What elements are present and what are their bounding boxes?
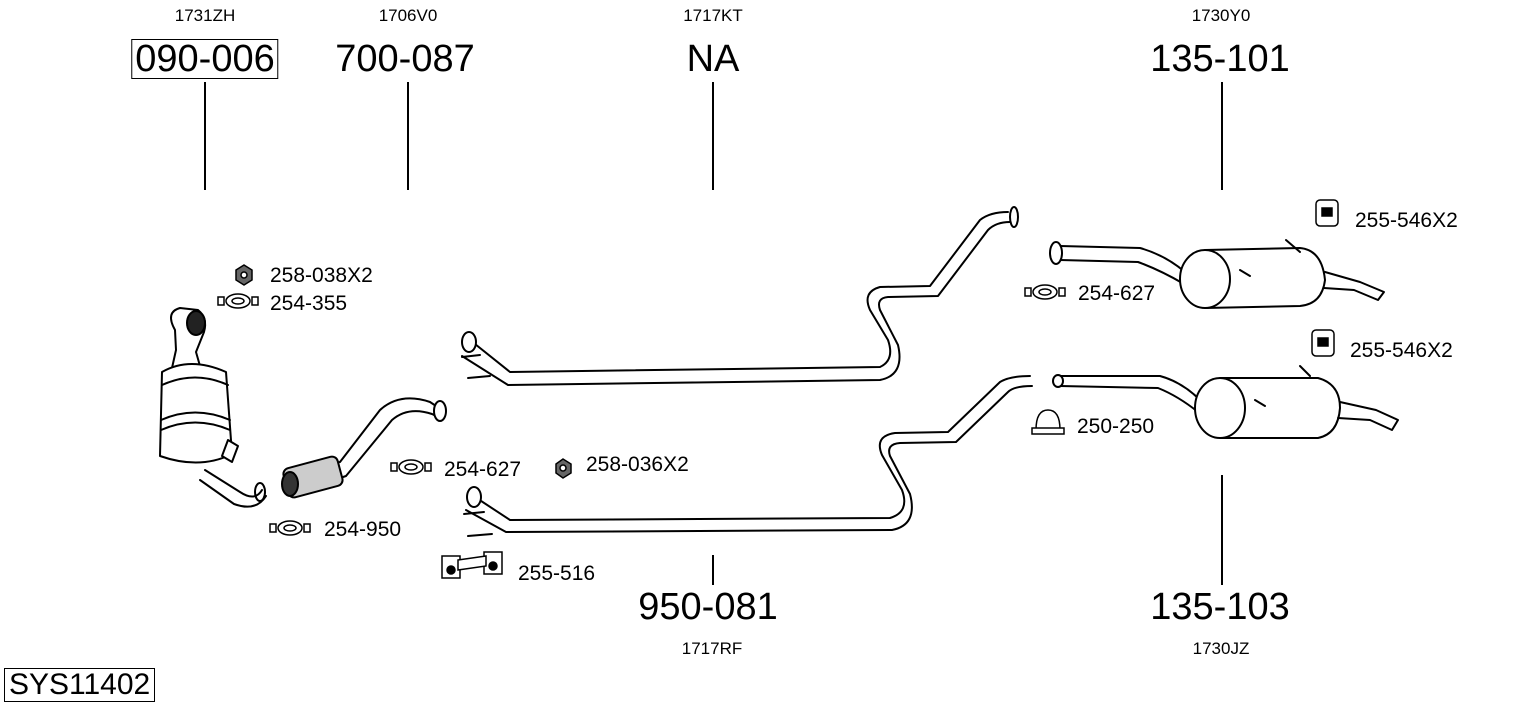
- accessory-label[interactable]: 255-516: [518, 562, 596, 585]
- nut-icon: [555, 458, 572, 479]
- nut-icon: [235, 264, 253, 286]
- system-id-badge: SYS11402: [4, 668, 156, 702]
- oem-code-center-pipe-2: 1717RF: [681, 639, 743, 658]
- oem-code-center-pipe: 1717KT: [683, 6, 743, 25]
- clamp-icon: [217, 293, 259, 309]
- part-number-catalyst[interactable]: 090-006: [131, 39, 279, 79]
- accessory-label[interactable]: 255-546X2: [1355, 209, 1458, 232]
- center-pipe-upper-part: [461, 206, 1019, 386]
- part-number-center-pipe[interactable]: NA: [686, 38, 740, 80]
- accessory-label[interactable]: 258-038X2: [270, 264, 373, 287]
- leader-line: [712, 82, 714, 190]
- leader-line: [1221, 475, 1223, 585]
- accessory-label[interactable]: 254-950: [324, 518, 402, 541]
- part-number-center-pipe-2[interactable]: 950-081: [638, 586, 778, 628]
- oem-code-rear-silencer-2: 1730JZ: [1192, 639, 1250, 658]
- oem-code-front-pipe: 1706V0: [378, 6, 438, 25]
- accessory-label[interactable]: 255-546X2: [1350, 339, 1453, 362]
- oem-code-catalyst: 1731ZH: [174, 6, 236, 25]
- accessory-label[interactable]: 254-627: [1078, 282, 1156, 305]
- catalyst-part: [159, 307, 267, 508]
- clamp-icon: [390, 459, 432, 475]
- center-pipe-lower-part: [463, 375, 1033, 537]
- accessory-label[interactable]: 258-036X2: [586, 453, 689, 476]
- leader-line: [1221, 82, 1223, 190]
- rubber-hanger-icon: [1315, 199, 1339, 227]
- clamp-icon: [269, 520, 311, 536]
- part-number-front-pipe[interactable]: 700-087: [335, 38, 475, 80]
- part-number-rear-silencer-2[interactable]: 135-103: [1150, 586, 1290, 628]
- leader-line: [204, 82, 206, 190]
- accessory-label[interactable]: 254-627: [444, 458, 522, 481]
- rear-silencer-2-part: [1052, 365, 1399, 439]
- leader-line: [407, 82, 409, 190]
- rubber-mount-icon: [441, 551, 503, 579]
- front-pipe-part: [281, 397, 447, 499]
- oem-code-rear-silencer-1: 1730Y0: [1191, 6, 1251, 25]
- rubber-hanger-icon: [1311, 329, 1335, 357]
- part-number-rear-silencer-1[interactable]: 135-101: [1150, 38, 1290, 80]
- u-clamp-icon: [1031, 409, 1065, 435]
- clamp-icon: [1024, 284, 1066, 300]
- rear-silencer-1-part: [1049, 239, 1385, 309]
- accessory-label[interactable]: 254-355: [270, 292, 348, 315]
- accessory-label[interactable]: 250-250: [1077, 415, 1155, 438]
- leader-line: [712, 555, 714, 585]
